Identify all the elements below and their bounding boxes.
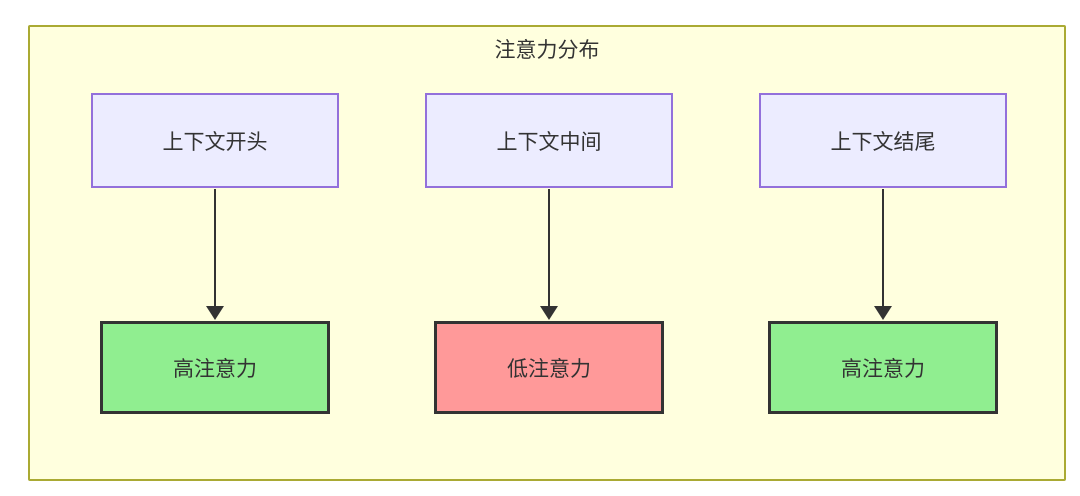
arrow-down-icon: [540, 189, 558, 320]
arrow-head: [206, 306, 224, 320]
attention-distribution-container: 注意力分布 上下文开头 高注意力 上下文中间 低注意力 上下文结尾: [28, 25, 1066, 481]
arrow-down-icon: [206, 189, 224, 320]
arrow-shaft: [214, 189, 216, 306]
arrow-head: [540, 306, 558, 320]
diagram-title: 注意力分布: [494, 39, 600, 62]
arrow-shaft: [548, 189, 550, 306]
node-context-middle: 上下文中间: [425, 93, 673, 188]
node-high-attention-left: 高注意力: [100, 321, 330, 414]
arrow-head: [874, 306, 892, 320]
node-context-beginning: 上下文开头: [91, 93, 339, 188]
node-low-attention-middle: 低注意力: [434, 321, 664, 414]
node-high-attention-right: 高注意力: [768, 321, 998, 414]
arrow-shaft: [882, 189, 884, 306]
arrow-down-icon: [874, 189, 892, 320]
node-context-end: 上下文结尾: [759, 93, 1007, 188]
